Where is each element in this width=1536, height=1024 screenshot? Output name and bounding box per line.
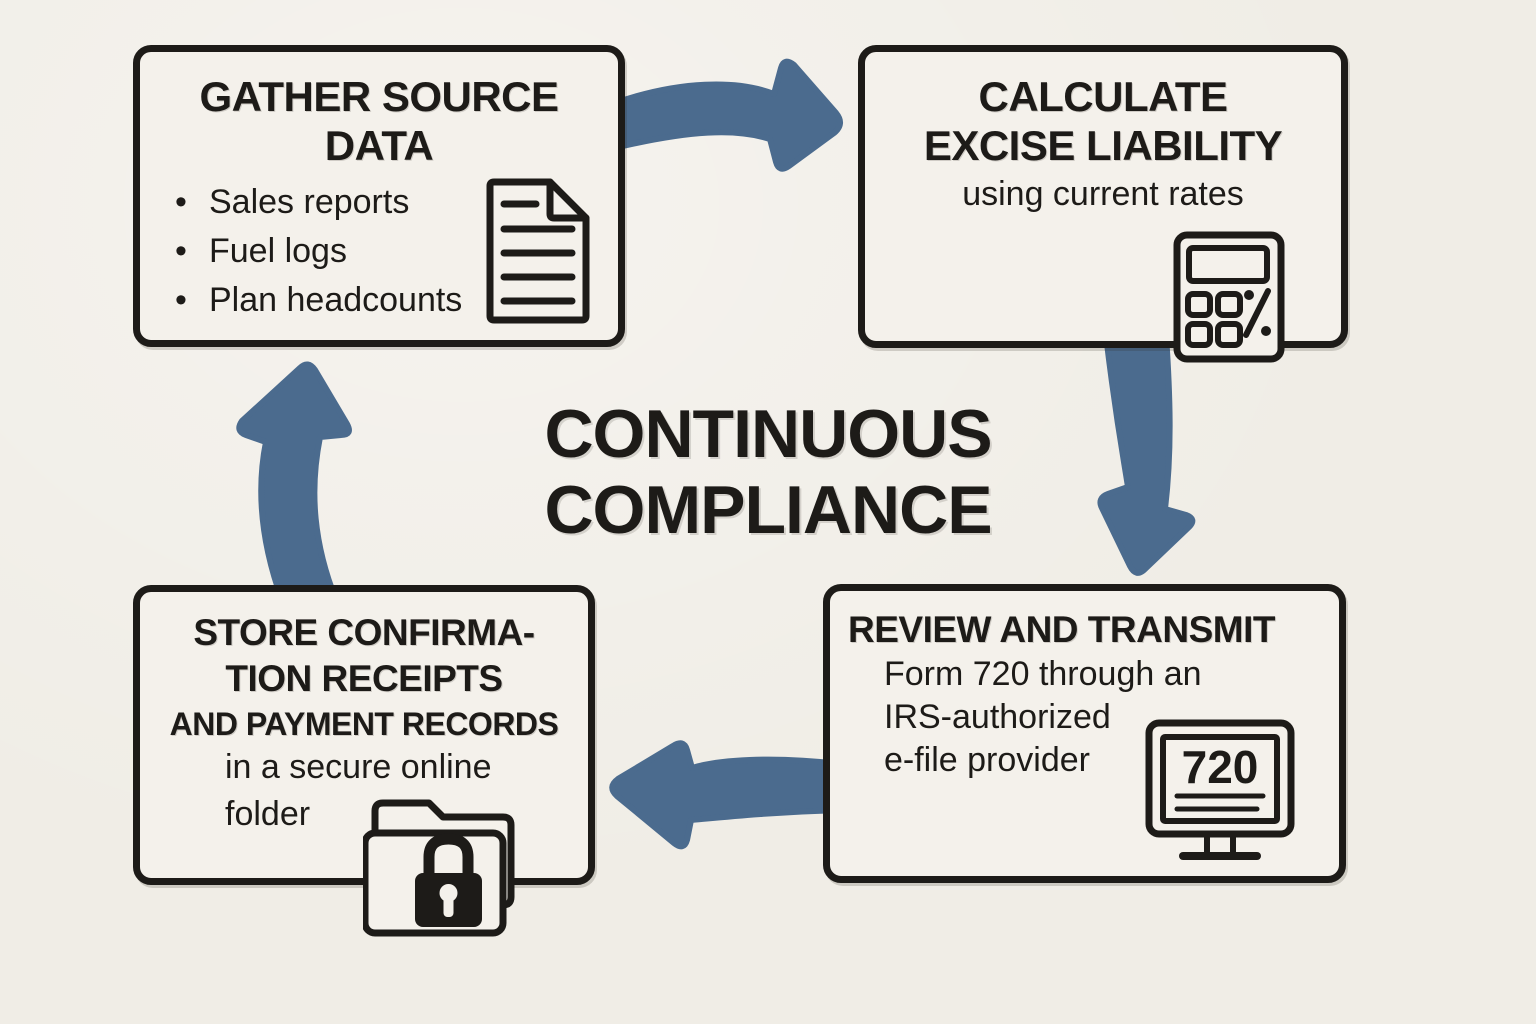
document-icon — [486, 178, 590, 324]
bullet-marker: • — [175, 183, 187, 221]
list-item: • Fuel logs — [175, 227, 462, 276]
review-body-line1: Form 720 through an — [884, 655, 1202, 693]
monitor-icon: 720 — [1145, 719, 1295, 860]
bullet-text: Plan headcounts — [209, 281, 463, 319]
list-item: • Sales reports — [175, 178, 462, 227]
review-body-line3: e-file provider — [884, 741, 1090, 779]
store-title-line2: TION RECEIPTS — [225, 658, 503, 699]
store-title: STORE CONFIRMA- TION RECEIPTS AND PAYMEN… — [140, 610, 588, 746]
review-body: Form 720 through an IRS-authorized e-fil… — [884, 653, 1202, 782]
folder-lock-icon — [363, 799, 515, 937]
store-title-line1: STORE CONFIRMA- — [193, 612, 535, 653]
list-item: • Plan headcounts — [175, 276, 462, 325]
bullet-marker: • — [175, 281, 187, 319]
gather-title-line1: GATHER SOURCE — [199, 73, 559, 120]
store-title-line3: AND PAYMENT RECORDS — [169, 706, 559, 742]
review-body-line2: IRS-authorized — [884, 698, 1111, 736]
bullet-text: Fuel logs — [209, 232, 347, 270]
calculate-subtitle: using current rates — [962, 175, 1244, 213]
store-body-line1: in a secure online — [225, 748, 492, 786]
page-title: CONTINUOUS COMPLIANCE — [0, 396, 1536, 548]
calculate-title-line1: CALCULATE — [978, 73, 1228, 120]
gather-title: GATHER SOURCE DATA — [140, 72, 618, 170]
arrow-review-to-store — [609, 740, 843, 850]
calculate-title-line2: EXCISE LIABILITY — [923, 122, 1283, 169]
page-title-line2: COMPLIANCE — [544, 472, 992, 548]
step-box-store-confirmation-receipts: STORE CONFIRMA- TION RECEIPTS AND PAYMEN… — [133, 585, 595, 885]
store-body-line2: folder — [225, 795, 311, 833]
arrow-gather-to-calculate — [609, 58, 843, 172]
calculate-title: CALCULATE EXCISE LIABILITY — [865, 72, 1341, 170]
store-body: in a secure online folder — [225, 744, 492, 838]
bullet-text: Sales reports — [209, 183, 410, 221]
bullet-marker: • — [175, 232, 187, 270]
gather-bullet-list: • Sales reports • Fuel logs • Plan headcoun… — [175, 178, 462, 325]
page-title-line1: CONTINUOUS — [544, 396, 992, 472]
calculator-icon — [1173, 231, 1285, 363]
monitor-screen-label: 720 — [1182, 741, 1259, 793]
review-title: REVIEW AND TRANSMIT — [848, 609, 1275, 650]
gather-title-line2: DATA — [324, 122, 434, 169]
